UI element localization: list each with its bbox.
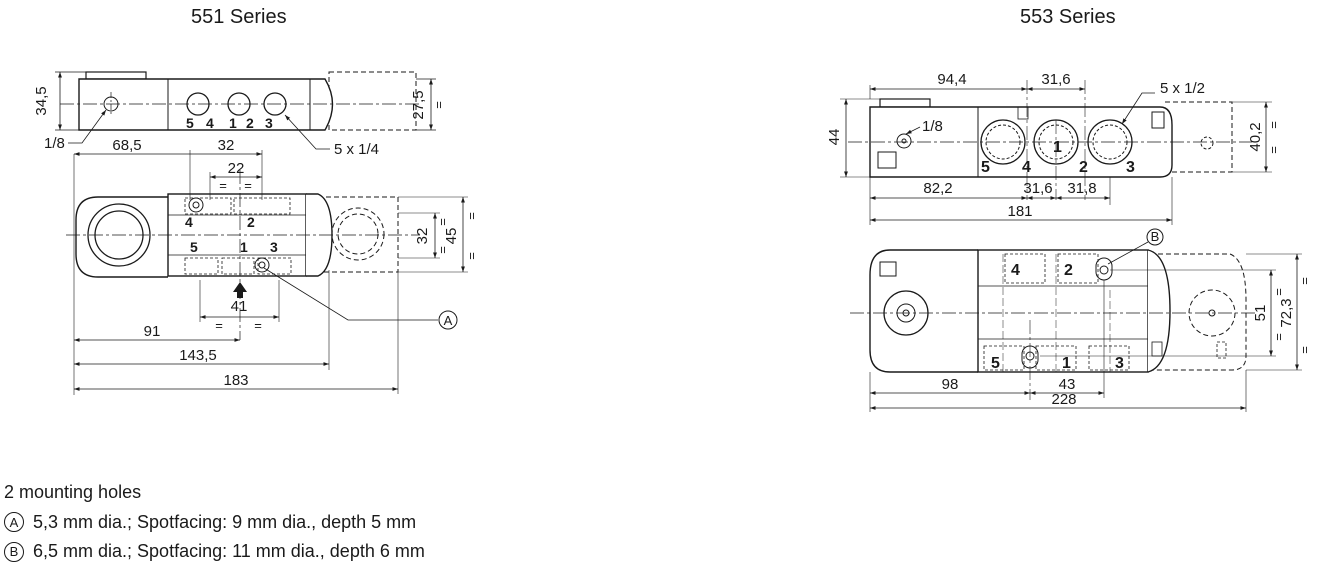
s553-dim-31a: 31,6: [1041, 71, 1070, 88]
s553-plan-port-2: 2: [1064, 262, 1073, 279]
s553-port-5: 5: [981, 159, 990, 176]
note-a: A 5,3 mm dia.; Spotfacing: 9 mm dia., de…: [4, 508, 425, 538]
s551-eq-41b: =: [254, 318, 262, 333]
s553-dim-82: 82,2: [923, 180, 952, 197]
s551-dashed-height-label: 27,5: [410, 90, 427, 119]
s551-plan-port-1: 1: [240, 239, 248, 255]
s551-plan-port-5: 5: [190, 239, 198, 255]
s553-port-1: 1: [1053, 139, 1062, 156]
s551-eq-v32b: =: [435, 246, 450, 254]
s551-eq-v32a: =: [435, 218, 450, 226]
s551-main-ports-label: 5 x 1/4: [334, 141, 379, 158]
s553-plan-port-4: 4: [1011, 262, 1020, 279]
s553-dim-40: 40,2: [1247, 122, 1264, 151]
s553-dim-51: 51: [1252, 305, 1269, 322]
note-a-text: 5,3 mm dia.; Spotfacing: 9 mm dia., dept…: [33, 511, 417, 532]
s551-plan-port-3: 3: [270, 239, 278, 255]
s551-front-view: [55, 71, 436, 150]
s551-port-1: 1: [229, 115, 237, 131]
s551-dim-v32: 32: [414, 228, 431, 245]
s553-port-4: 4: [1022, 159, 1031, 176]
s553-main-ports-label: 5 x 1/2: [1160, 80, 1205, 97]
s553-dim-181: 181: [1007, 203, 1032, 220]
s553-plan-port-1: 1: [1062, 355, 1071, 372]
s551-small-port-label: 1/8: [44, 135, 65, 152]
callout-a-icon: A: [4, 512, 24, 533]
notes-heading: 2 mounting holes: [4, 482, 142, 502]
s551-port-2: 2: [246, 115, 254, 131]
s553-dim-44: 44: [826, 129, 843, 146]
s551-dim-22: 22: [228, 160, 245, 177]
s551-eq-v45a: =: [464, 212, 479, 220]
series-553-title: 553 Series: [1020, 6, 1116, 28]
s551-height-label: 34,5: [33, 86, 50, 115]
s551-eq-mark: =: [431, 101, 446, 109]
s553-dim-43: 43: [1059, 376, 1076, 393]
s551-port-5: 5: [186, 115, 194, 131]
s553-eq-40a: =: [1266, 121, 1281, 129]
s553-dim-228: 228: [1051, 391, 1076, 408]
s553-eq-40b: =: [1266, 146, 1281, 154]
series-551-title: 551 Series: [191, 6, 287, 28]
s551-plan-port-2: 2: [247, 214, 255, 230]
s551-dim-41: 41: [231, 298, 248, 315]
s553-eq-51a: =: [1271, 288, 1286, 296]
callout-a-marker: A: [444, 313, 453, 328]
s553-small-port-label: 1/8: [922, 118, 943, 135]
callout-b-icon: B: [4, 541, 24, 562]
s553-eq-72b: =: [1297, 346, 1312, 354]
s553-dim-31c: 31,8: [1067, 180, 1096, 197]
s551-port-3: 3: [265, 115, 273, 131]
mounting-holes-notes: 2 mounting holes A 5,3 mm dia.; Spotfaci…: [4, 478, 425, 567]
s553-plan-port-5: 5: [991, 355, 1000, 372]
s553-dim-94: 94,4: [937, 71, 966, 88]
s551-dim-v45: 45: [443, 228, 460, 245]
supply-arrow-icon: [233, 282, 247, 298]
s551-dim-68: 68,5: [112, 137, 141, 154]
s553-plan-port-3: 3: [1115, 355, 1124, 372]
s553-eq-51b: =: [1271, 333, 1286, 341]
s551-dim-183: 183: [223, 372, 248, 389]
s551-plan-view: [66, 150, 468, 395]
s553-plan-view: [850, 228, 1302, 412]
s551-dim-91: 91: [144, 323, 161, 340]
s551-dim-32: 32: [218, 137, 235, 154]
s553-port-2: 2: [1079, 159, 1088, 176]
s553-eq-72a: =: [1297, 277, 1312, 285]
note-b: B 6,5 mm dia.; Spotfacing: 11 mm dia., d…: [4, 537, 425, 567]
s551-dim-143: 143,5: [179, 347, 217, 364]
s551-plan-port-4: 4: [185, 214, 193, 230]
s551-eq-22a: =: [219, 178, 227, 193]
s551-eq-41a: =: [215, 318, 223, 333]
s553-dim-31b: 31,6: [1023, 180, 1052, 197]
callout-b-marker: B: [1151, 229, 1160, 244]
s553-port-3: 3: [1126, 159, 1135, 176]
s553-dim-98: 98: [942, 376, 959, 393]
note-b-text: 6,5 mm dia.; Spotfacing: 11 mm dia., dep…: [33, 541, 425, 561]
s553-front-view: [840, 80, 1272, 225]
s551-port-4: 4: [206, 115, 214, 131]
s551-eq-22b: =: [244, 178, 252, 193]
s551-eq-v45b: =: [464, 252, 479, 260]
s553-dim-72: 72,3: [1278, 298, 1295, 327]
